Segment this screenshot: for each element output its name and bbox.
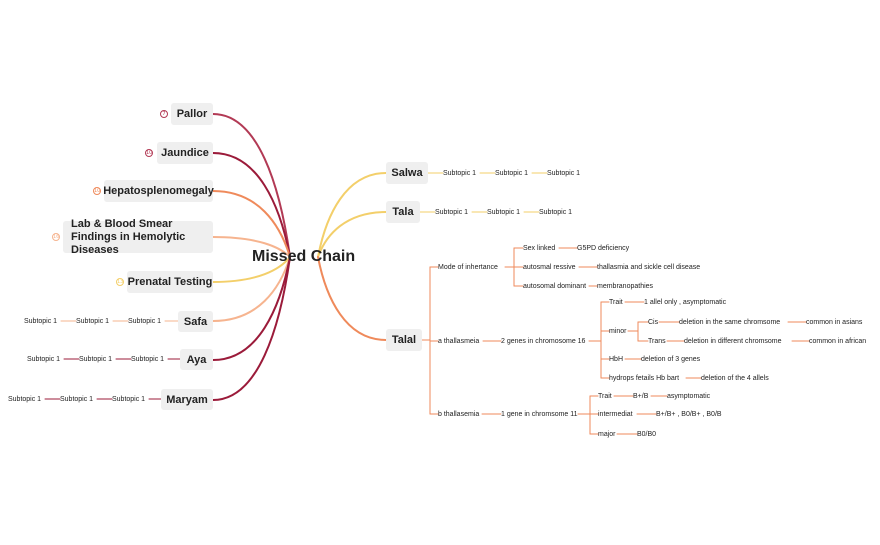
topic-tala[interactable]: Tala bbox=[386, 201, 420, 223]
link-hepato bbox=[212, 190, 291, 258]
beta-gene[interactable]: 1 gene in chromsome 11 bbox=[501, 411, 578, 418]
topic-jaundice[interactable]: Jaundice bbox=[157, 142, 213, 164]
mode-of-inheritance[interactable]: Mode of inhertance bbox=[438, 264, 498, 271]
topic-pallor[interactable]: Pallor bbox=[171, 103, 213, 125]
alpha-cis[interactable]: Cis bbox=[648, 319, 659, 326]
hydrops-description[interactable]: deletion of the 4 allels bbox=[701, 375, 769, 382]
link-safa bbox=[212, 256, 291, 322]
topic-maryam[interactable]: Maryam bbox=[161, 389, 213, 410]
beta-intermediate-genotype[interactable]: B+/B+ , B0/B+ , B0/B bbox=[656, 411, 722, 418]
alpha-hbh[interactable]: HbH bbox=[609, 356, 624, 363]
safa-subtopic-3[interactable]: Subtopic 1 bbox=[128, 318, 162, 325]
topic-prenatal-testing[interactable]: Prenatal Testing bbox=[127, 271, 213, 293]
beta-major-genotype[interactable]: B0/B0 bbox=[637, 431, 657, 438]
membranopathies[interactable]: membranopathies bbox=[597, 283, 654, 290]
link-tala bbox=[317, 211, 387, 258]
maryam-subtopic-2[interactable]: Subtopic 1 bbox=[60, 396, 94, 403]
link-salwa bbox=[317, 172, 387, 258]
link-talal bbox=[317, 256, 387, 341]
trans-note[interactable]: common in african bbox=[809, 338, 867, 345]
alpha-thalassemia[interactable]: a thallasmeia bbox=[438, 338, 480, 345]
safa-subtopic-2[interactable]: Subtopic 1 bbox=[76, 318, 110, 325]
tala-subtopic-3[interactable]: Subtopic 1 bbox=[539, 209, 573, 216]
jaundice-count-badge: 10 bbox=[145, 149, 153, 157]
salwa-subtopic-1[interactable]: Subtopic 1 bbox=[443, 170, 477, 177]
g6pd-deficiency[interactable]: G5PD deficiency bbox=[577, 245, 630, 252]
pallor-count-badge: 7 bbox=[160, 110, 168, 118]
beta-trait-genotype[interactable]: B+/B bbox=[633, 393, 649, 400]
beta-trait-desc[interactable]: asymptomatic bbox=[667, 393, 711, 400]
cis-description[interactable]: deletion in the same chromsome bbox=[679, 319, 781, 326]
topic-lab-findings[interactable]: Lab & Blood Smear Findings in Hemolytic … bbox=[63, 218, 213, 256]
tala-subtopic-1[interactable]: Subtopic 1 bbox=[435, 209, 469, 216]
thalassemia-sickle-cell[interactable]: thallasmia and sickle cell disease bbox=[597, 264, 701, 271]
hbh-description[interactable]: deletion of 3 genes bbox=[641, 356, 701, 363]
link-jaundice bbox=[212, 152, 291, 258]
alpha-trait-desc[interactable]: 1 allel only , asymptomatic bbox=[644, 299, 727, 306]
alpha-genes[interactable]: 2 genes in chromosome 16 bbox=[501, 338, 586, 345]
alpha-hydrops[interactable]: hydrops fetails Hb bart bbox=[609, 375, 680, 382]
maryam-subtopic-1[interactable]: Subtopic 1 bbox=[8, 396, 42, 403]
topic-hepatosplenomegaly[interactable]: Hepatosplenomegaly bbox=[103, 180, 214, 202]
link-pallor bbox=[212, 113, 291, 258]
alpha-trait[interactable]: Trait bbox=[609, 299, 623, 306]
beta-major[interactable]: major bbox=[598, 431, 616, 438]
root-topic[interactable]: Missed Chain bbox=[252, 248, 356, 265]
beta-intermediate[interactable]: intermediat bbox=[598, 411, 633, 418]
topic-safa[interactable]: Safa bbox=[178, 311, 213, 332]
sex-linked[interactable]: Sex linked bbox=[523, 245, 556, 252]
topic-talal[interactable]: Talal bbox=[386, 329, 422, 351]
trans-description[interactable]: deletion in different chromsome bbox=[684, 338, 782, 345]
aya-subtopic-2[interactable]: Subtopic 1 bbox=[79, 356, 113, 363]
aya-subtopic-3[interactable]: Subtopic 1 bbox=[131, 356, 165, 363]
topic-aya[interactable]: Aya bbox=[180, 349, 213, 370]
safa-subtopic-1[interactable]: Subtopic 1 bbox=[24, 318, 58, 325]
hepato-count-badge: 10 bbox=[93, 187, 101, 195]
beta-thalassemia[interactable]: b thallasemia bbox=[438, 411, 480, 418]
tala-subtopic-2[interactable]: Subtopic 1 bbox=[487, 209, 521, 216]
aya-subtopic-1[interactable]: Subtopic 1 bbox=[27, 356, 61, 363]
lab-count-badge: 16 bbox=[52, 233, 60, 241]
autosomal-dominant[interactable]: autosomal dominant bbox=[523, 283, 587, 290]
topic-salwa[interactable]: Salwa bbox=[386, 162, 428, 184]
link-aya bbox=[212, 256, 291, 361]
salwa-subtopic-3[interactable]: Subtopic 1 bbox=[547, 170, 581, 177]
salwa-subtopic-2[interactable]: Subtopic 1 bbox=[495, 170, 529, 177]
alpha-minor[interactable]: minor bbox=[609, 328, 627, 335]
prenatal-count-badge: 13 bbox=[116, 278, 124, 286]
link-lab bbox=[212, 236, 291, 258]
link-maryam bbox=[212, 256, 291, 401]
link-prenatal bbox=[212, 256, 291, 283]
cis-note[interactable]: common in asians bbox=[806, 319, 863, 326]
beta-trait[interactable]: Trait bbox=[598, 393, 612, 400]
maryam-subtopic-3[interactable]: Subtopic 1 bbox=[112, 396, 146, 403]
autosomal-recessive[interactable]: autosmal ressive bbox=[523, 264, 576, 271]
alpha-trans[interactable]: Trans bbox=[648, 338, 666, 345]
